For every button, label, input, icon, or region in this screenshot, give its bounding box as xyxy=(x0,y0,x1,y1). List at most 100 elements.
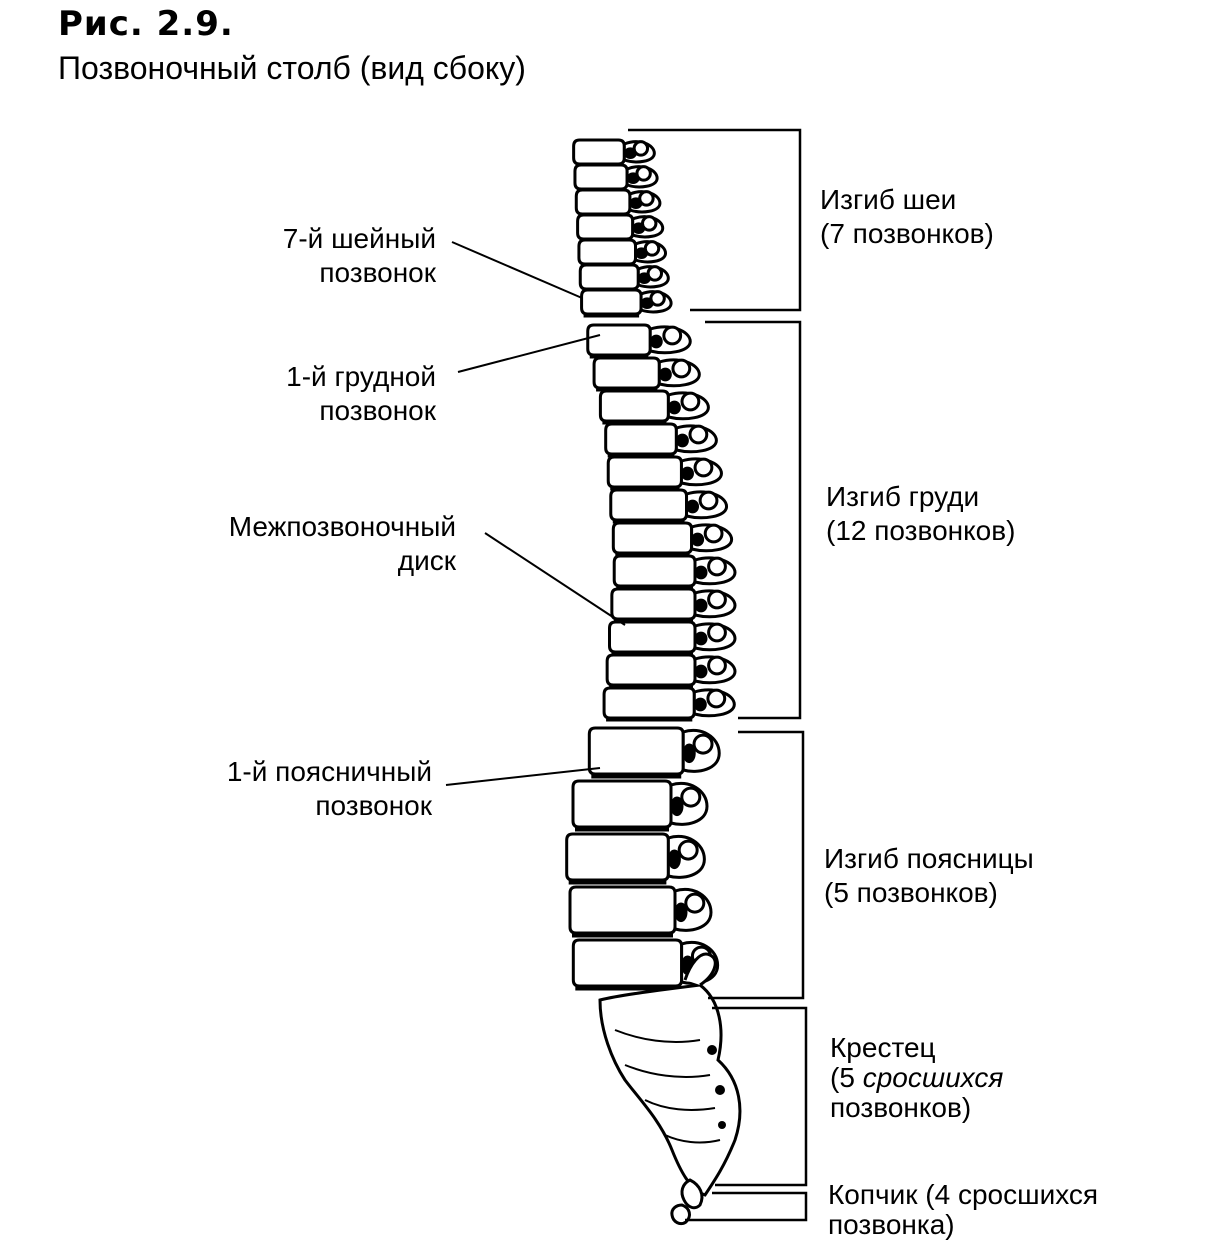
vertebral-body xyxy=(571,938,684,988)
facet xyxy=(638,190,655,207)
vertebral-body xyxy=(598,389,670,423)
vertebral-body xyxy=(587,726,685,776)
vertebral-body xyxy=(574,188,632,216)
vertebral-body xyxy=(605,653,697,687)
facet xyxy=(698,490,719,511)
vertebra-cervical-1 xyxy=(572,138,656,168)
facet xyxy=(643,240,661,257)
vertebral-body xyxy=(572,138,626,166)
foramen xyxy=(694,565,708,580)
vertebral-body xyxy=(568,885,677,935)
vertebral-body xyxy=(612,554,697,588)
label-disc-line2: диск xyxy=(397,545,456,576)
foramen xyxy=(693,697,707,712)
foramen xyxy=(674,902,688,923)
label-c7-line1: 7-й шейный xyxy=(282,223,436,254)
region-thoracic: Изгиб груди (12 позвонков) xyxy=(826,480,1015,548)
region-thoracic-count: (12 позвонков) xyxy=(826,515,1016,546)
vertebral-body xyxy=(571,779,673,829)
vertebra-thoracic-2 xyxy=(592,356,701,392)
region-sacrum-count-a: (5 xyxy=(830,1062,855,1093)
vertebra-thoracic-4 xyxy=(604,422,718,458)
bracket-thoracic xyxy=(705,320,802,720)
leader-t1 xyxy=(457,334,601,373)
leader-c7 xyxy=(451,241,583,299)
vertebra-cervical-5 xyxy=(577,238,668,268)
region-cervical-name: Изгиб шеи xyxy=(820,184,957,215)
foramen xyxy=(649,334,663,349)
vertebra-lumbar-2 xyxy=(571,779,709,832)
region-coccyx-count: позвонка) xyxy=(828,1209,955,1240)
facet xyxy=(703,523,724,544)
vertebral-body xyxy=(604,422,678,456)
label-l1-line2: позвонок xyxy=(315,790,432,821)
region-brackets xyxy=(628,128,808,1222)
foramen xyxy=(675,433,689,448)
facet xyxy=(707,556,727,577)
foramen xyxy=(694,631,708,646)
vertebral-body xyxy=(577,238,638,266)
label-disc: Межпозвоночный диск xyxy=(150,510,456,578)
coccyx-shape xyxy=(670,1178,704,1226)
facet xyxy=(707,622,727,643)
region-cervical-count: (7 позвонков) xyxy=(820,218,994,249)
region-sacrum-count-c: позвонков) xyxy=(830,1092,972,1123)
vertebra-thoracic-6 xyxy=(609,488,729,524)
label-l1: 1-й поясничный позвонок xyxy=(150,755,432,823)
vertebral-body xyxy=(608,620,697,654)
foramen xyxy=(667,400,681,415)
vertebral-body xyxy=(610,587,697,621)
vertebra-lumbar-1 xyxy=(587,726,721,779)
vertebra-lumbar-3 xyxy=(565,832,706,885)
facet xyxy=(641,215,658,232)
vertebral-body xyxy=(606,455,683,489)
vertebral-body xyxy=(586,323,652,357)
vertebra-lumbar-4 xyxy=(568,885,713,938)
facet xyxy=(680,391,701,412)
foramen xyxy=(694,598,708,613)
label-l1-line1: 1-й поясничный xyxy=(226,756,432,787)
region-lumbar: Изгиб поясницы (5 позвонков) xyxy=(824,842,1034,910)
facet xyxy=(707,655,727,676)
facet xyxy=(635,165,652,182)
region-sacrum: Крестец (5 сросшихся позвонков) xyxy=(830,1033,1003,1123)
vertebra-cervical-3 xyxy=(574,188,662,218)
sacrum-shape xyxy=(598,952,742,1197)
vertebra-thoracic-10 xyxy=(608,620,737,656)
vertebra-thoracic-3 xyxy=(598,389,710,425)
region-cervical: Изгиб шеи (7 позвонков) xyxy=(820,183,994,251)
vertebra-cervical-4 xyxy=(576,213,665,243)
vertebra-thoracic-7 xyxy=(611,521,734,557)
region-lumbar-name: Изгиб поясницы xyxy=(824,843,1034,874)
vertebra-cervical-2 xyxy=(573,163,659,193)
facet xyxy=(680,786,702,808)
bracket-cervical xyxy=(628,128,802,312)
vertebra-thoracic-11 xyxy=(605,653,737,689)
foramen xyxy=(694,664,708,679)
vertebra-thoracic-9 xyxy=(610,587,737,623)
vertebral-body xyxy=(580,288,643,316)
facet xyxy=(684,892,706,914)
facet xyxy=(632,140,650,157)
facet xyxy=(662,325,683,346)
region-sacrum-count: (5 сросшихся xyxy=(830,1063,1003,1093)
facet xyxy=(706,688,727,709)
bracket-sacrum xyxy=(712,1006,808,1187)
region-lumbar-count: (5 позвонков) xyxy=(824,877,998,908)
vertebral-body xyxy=(573,163,629,191)
facet xyxy=(646,265,664,282)
facet xyxy=(677,839,699,861)
vertebral-body xyxy=(565,832,670,882)
vertebra-thoracic-5 xyxy=(606,455,723,491)
vertebra-thoracic-8 xyxy=(612,554,737,590)
foramen xyxy=(658,367,672,382)
foramen xyxy=(686,499,700,514)
facet xyxy=(707,589,727,610)
region-sacrum-count-b: сросшихся xyxy=(862,1062,1004,1093)
facet xyxy=(671,358,692,379)
vertebral-body xyxy=(576,213,635,241)
region-sacrum-name: Крестец xyxy=(830,1032,936,1063)
bracket-lumbar xyxy=(708,730,805,1000)
vertebra-thoracic-12 xyxy=(602,686,736,722)
